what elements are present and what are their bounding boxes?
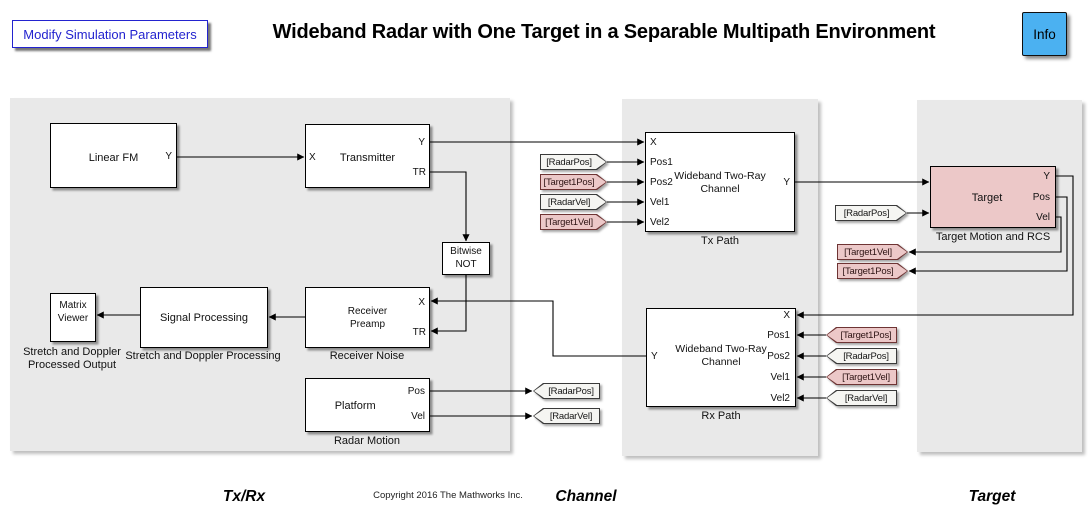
goto-tag-target1pos[interactable]: [Target1Pos] bbox=[837, 263, 908, 279]
port-label: Y bbox=[1043, 171, 1050, 182]
from-tag-radarpos[interactable]: [RadarPos] bbox=[540, 154, 607, 170]
target-zone-label: Target bbox=[968, 488, 1016, 505]
port-label: Vel bbox=[1036, 212, 1050, 223]
receiver-preamp-name: Receiver bbox=[347, 306, 388, 317]
port-label: Vel1 bbox=[770, 372, 790, 383]
matrix-viewer-block[interactable]: Matrix Viewer bbox=[50, 293, 96, 342]
port-label: Y bbox=[165, 151, 172, 162]
port-label: X bbox=[418, 297, 425, 308]
tag-label: [Target1Vel] bbox=[545, 216, 593, 228]
tag-label: [RadarVel] bbox=[549, 410, 593, 422]
signal-processing-block[interactable]: Signal Processing bbox=[140, 287, 268, 348]
port-label: X bbox=[650, 137, 657, 148]
bitwise-not-name: NOT bbox=[455, 259, 477, 270]
tx-path-name: Wideband Two-Ray bbox=[674, 170, 766, 182]
from-tag-radarpos-target[interactable]: [RadarPos] bbox=[835, 205, 907, 221]
rx-path-caption: Rx Path bbox=[701, 410, 741, 422]
txrx-zone-label: Tx/Rx bbox=[222, 488, 266, 505]
port-label: Pos2 bbox=[767, 351, 790, 362]
tag-label: [Target1Vel] bbox=[844, 246, 892, 258]
matrix-viewer-caption: Stretch and Doppler bbox=[23, 346, 121, 358]
bitwise-not-name: Bitwise bbox=[450, 246, 482, 257]
rx-path-name: Wideband Two-Ray bbox=[675, 343, 767, 355]
receiver-noise-caption: Receiver Noise bbox=[329, 350, 405, 362]
bitwise-not-block[interactable]: Bitwise NOT bbox=[442, 242, 490, 275]
tag-label: [Target1Pos] bbox=[840, 329, 892, 341]
from-tag-target1pos-rx[interactable]: [Target1Pos] bbox=[826, 327, 897, 343]
from-tag-target1vel[interactable]: [Target1Vel] bbox=[540, 214, 607, 230]
receiver-preamp-name: Preamp bbox=[349, 319, 385, 330]
info-button[interactable]: Info bbox=[1022, 12, 1067, 56]
page-title: Wideband Radar with One Target in a Sepa… bbox=[272, 21, 936, 43]
rx-path-name: Channel bbox=[701, 356, 741, 368]
from-tag-target1vel-rx[interactable]: [Target1Vel] bbox=[826, 369, 897, 385]
modify-simulation-parameters-button[interactable]: Modify Simulation Parameters bbox=[12, 20, 208, 48]
tag-label: [RadarVel] bbox=[844, 392, 888, 404]
port-label: Y bbox=[651, 351, 658, 362]
port-label: X bbox=[309, 152, 316, 163]
target-block[interactable]: Target Y Pos Vel bbox=[930, 166, 1056, 228]
matrix-viewer-name: Viewer bbox=[57, 313, 89, 324]
from-tag-radarvel[interactable]: [RadarVel] bbox=[540, 194, 607, 210]
tag-label: [Target1Vel] bbox=[842, 371, 890, 383]
port-label: Y bbox=[783, 177, 790, 188]
tag-label: [RadarVel] bbox=[547, 196, 591, 208]
receiver-preamp-block[interactable]: Receiver Preamp X TR bbox=[305, 287, 430, 348]
port-label: Vel2 bbox=[770, 393, 790, 404]
tx-path-caption: Tx Path bbox=[701, 235, 739, 247]
platform-block[interactable]: Platform Pos Vel bbox=[305, 378, 430, 432]
goto-tag-radarvel[interactable]: [RadarVel] bbox=[533, 408, 600, 424]
port-label: Pos2 bbox=[650, 177, 673, 188]
tag-label: [RadarPos] bbox=[843, 350, 889, 362]
matrix-viewer-name: Matrix bbox=[59, 300, 87, 311]
from-tag-radarvel-rx[interactable]: [RadarVel] bbox=[826, 390, 897, 406]
platform-name: Platform bbox=[334, 400, 376, 412]
linear-fm-block[interactable]: Linear FM Y bbox=[50, 123, 177, 188]
port-label: TR bbox=[412, 167, 426, 178]
signal-processing-caption: Stretch and Doppler Processing bbox=[125, 350, 281, 362]
rx-path-block[interactable]: X Pos1 Pos2 Vel1 Vel2 Wideband Two-Ray C… bbox=[646, 308, 796, 407]
port-label: Pos bbox=[407, 386, 425, 397]
matrix-viewer-caption: Processed Output bbox=[27, 358, 117, 371]
port-label: Vel2 bbox=[650, 217, 670, 228]
tx-path-block[interactable]: X Pos1 Pos2 Vel1 Vel2 Wideband Two-Ray C… bbox=[645, 132, 795, 232]
transmitter-name: Transmitter bbox=[339, 152, 396, 164]
goto-tag-radarpos[interactable]: [RadarPos] bbox=[533, 383, 600, 399]
port-label: X bbox=[783, 310, 790, 321]
signal-processing-name: Signal Processing bbox=[159, 312, 249, 324]
port-label: Pos bbox=[1032, 192, 1050, 203]
tag-label: [RadarPos] bbox=[548, 385, 594, 397]
port-label: Y bbox=[418, 137, 425, 148]
port-label: TR bbox=[412, 327, 426, 338]
target-name: Target bbox=[971, 192, 1003, 204]
tag-label: [RadarPos] bbox=[546, 156, 592, 168]
from-tag-radarpos-rx[interactable]: [RadarPos] bbox=[826, 348, 897, 364]
tx-path-name: Channel bbox=[700, 183, 740, 195]
target-motion-caption: Target Motion and RCS bbox=[935, 231, 1051, 243]
channel-zone-label: Channel bbox=[555, 488, 617, 505]
copyright-text: Copyright 2016 The Mathworks Inc. bbox=[373, 490, 523, 501]
port-label: Pos1 bbox=[650, 157, 673, 168]
transmitter-block[interactable]: X Transmitter Y TR bbox=[305, 124, 430, 188]
port-label: Vel1 bbox=[650, 197, 670, 208]
tag-label: [Target1Pos] bbox=[543, 176, 595, 188]
tag-label: [Target1Pos] bbox=[842, 265, 894, 277]
goto-tag-target1vel[interactable]: [Target1Vel] bbox=[837, 244, 908, 260]
target-region bbox=[917, 100, 1082, 452]
tag-label: [RadarPos] bbox=[843, 207, 890, 219]
linear-fm-name: Linear FM bbox=[88, 152, 139, 164]
from-tag-target1pos[interactable]: [Target1Pos] bbox=[540, 174, 607, 190]
port-label: Vel bbox=[411, 411, 425, 422]
port-label: Pos1 bbox=[767, 330, 790, 341]
radar-motion-caption: Radar Motion bbox=[333, 435, 401, 447]
